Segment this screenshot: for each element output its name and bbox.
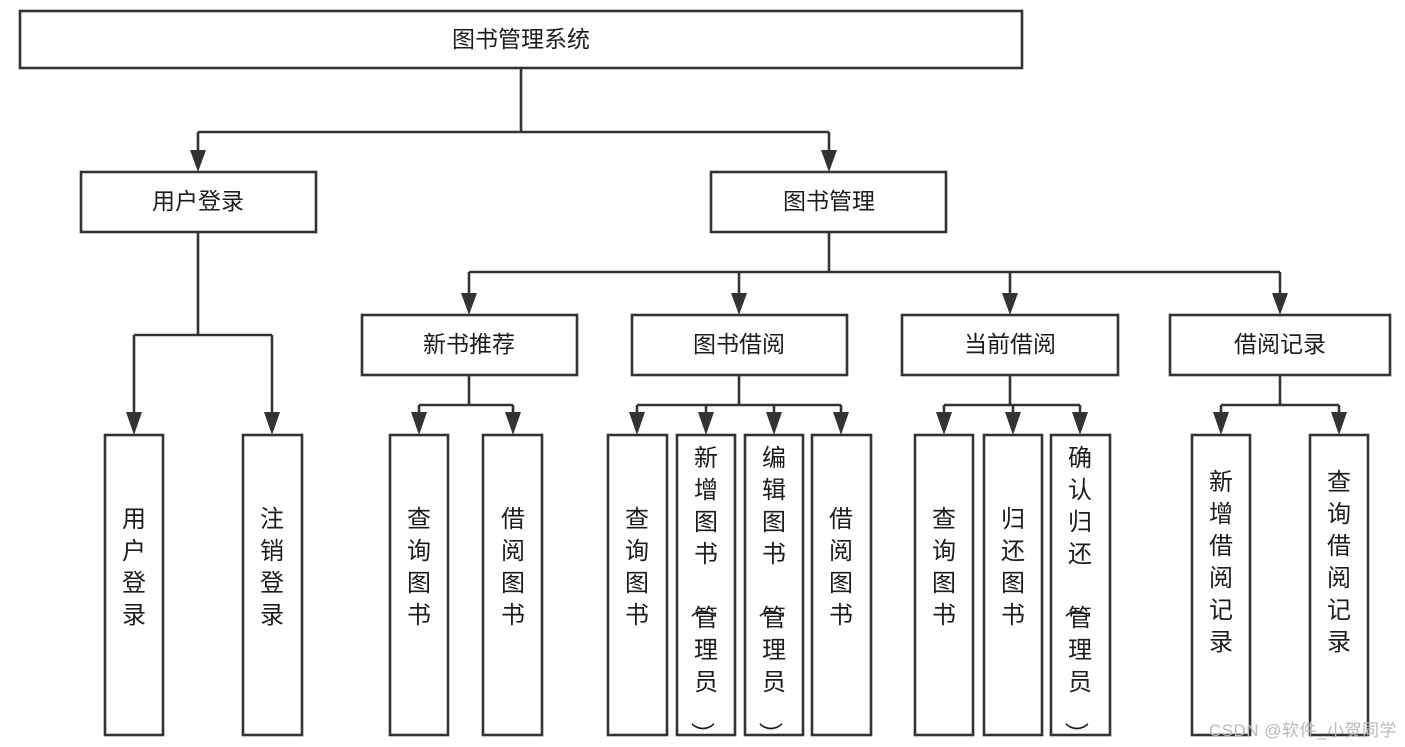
arrow-head-borrowrecord bbox=[1272, 293, 1288, 315]
arrow-head-bookborrow-leaf-2 bbox=[698, 412, 714, 435]
arrow-head-borrowrecord-leaf-2 bbox=[1331, 412, 1347, 435]
leaf-box-add-borrow-record[interactable] bbox=[1190, 433, 1252, 737]
node-root-label: 图书管理系统 bbox=[452, 26, 590, 52]
node-borrow-record-label: 借阅记录 bbox=[1234, 331, 1326, 357]
arrow-head-bookborrow-leaf-4 bbox=[833, 412, 849, 435]
arrow-head-leaf-logout bbox=[264, 412, 280, 435]
leaf-label-borrow-book-1: 借阅图书 bbox=[501, 506, 525, 629]
leaf-node[interactable]: 借阅图书 bbox=[810, 433, 873, 737]
arrow-head-userlogin bbox=[190, 150, 206, 172]
node-current-borrow-box[interactable] bbox=[900, 313, 1120, 377]
leaf-node[interactable]: 归还图书 bbox=[982, 433, 1044, 737]
node-new-book-recommend-box[interactable] bbox=[360, 313, 579, 377]
csdn-watermark: CSDN @软件_小贺同学 bbox=[1208, 721, 1397, 740]
node-book-borrow-box[interactable] bbox=[630, 313, 849, 377]
leaf-node[interactable]: 查询图书 bbox=[388, 433, 450, 737]
arrow-head-newbook-leaf-2 bbox=[505, 412, 521, 435]
leaf-label-query-book-1: 查询图书 bbox=[407, 506, 431, 629]
node-book-borrow-label: 图书借阅 bbox=[693, 331, 785, 357]
arrow-head-leaf-user-login bbox=[126, 412, 142, 435]
leaf-node[interactable]: 编辑图书（管理员） bbox=[743, 433, 805, 746]
arrow-head-newbook bbox=[461, 293, 477, 315]
arrow-head-currentborrow-leaf-2 bbox=[1005, 412, 1021, 435]
node-current-borrow-label: 当前借阅 bbox=[964, 331, 1056, 357]
leaf-label-query-borrow-record: 查询借阅记录 bbox=[1327, 469, 1351, 656]
leaf-node[interactable]: 用户登录 bbox=[103, 433, 165, 737]
leaf-box-query-borrow-record[interactable] bbox=[1308, 433, 1370, 737]
leaf-box-return-book[interactable] bbox=[982, 433, 1044, 737]
leaf-node[interactable]: 新增图书（管理员） bbox=[675, 433, 737, 746]
leaf-box-user-login[interactable] bbox=[103, 433, 165, 737]
connector-group-newbook bbox=[411, 375, 521, 435]
leaf-label-confirm-return-admin: 确认归还（管理员） bbox=[1062, 445, 1092, 746]
leaf-node[interactable]: 借阅图书 bbox=[481, 433, 544, 737]
leaf-node[interactable]: 查询图书 bbox=[913, 433, 975, 737]
leaf-label-user-login: 用户登录 bbox=[122, 506, 146, 629]
leaf-box-logout[interactable] bbox=[241, 433, 304, 737]
leaf-box-edit-book-admin[interactable] bbox=[743, 433, 805, 737]
connector-group-currentborrow bbox=[936, 375, 1088, 435]
leaf-node[interactable]: 查询借阅记录 bbox=[1308, 433, 1370, 737]
leaf-node[interactable]: 注销登录 bbox=[241, 433, 304, 737]
leaf-label-add-book-admin: 新增图书（管理员） bbox=[688, 445, 718, 746]
leaf-node[interactable]: 新增借阅记录 bbox=[1190, 433, 1252, 737]
node-new-book-recommend-label: 新书推荐 bbox=[423, 331, 515, 357]
arrow-head-newbook-leaf-1 bbox=[411, 412, 427, 435]
arrow-head-currentborrow-leaf-3 bbox=[1072, 412, 1088, 435]
leaf-label-edit-book-admin: 编辑图书（管理员） bbox=[756, 445, 786, 746]
node-book-management-label: 图书管理 bbox=[783, 188, 875, 214]
node-book-management[interactable]: 图书管理 bbox=[709, 170, 948, 234]
arrow-head-bookborrow-leaf-1 bbox=[629, 412, 645, 435]
arrow-head-currentborrow bbox=[1002, 293, 1018, 315]
leaf-label-borrow-book-2: 借阅图书 bbox=[829, 506, 853, 629]
connector-group-root bbox=[190, 68, 837, 172]
leaf-box-query-book-3[interactable] bbox=[913, 433, 975, 737]
node-borrow-record-box[interactable] bbox=[1168, 313, 1392, 377]
leaf-label-add-borrow-record: 新增借阅记录 bbox=[1209, 469, 1233, 656]
node-user-login-label: 用户登录 bbox=[152, 188, 244, 214]
connector-group-userlogin bbox=[126, 232, 280, 435]
arrow-head-borrowrecord-leaf-1 bbox=[1213, 412, 1229, 435]
leaf-label-logout: 注销登录 bbox=[260, 506, 284, 629]
connector-group-borrowrecord bbox=[1213, 375, 1347, 435]
leaf-node[interactable]: 查询图书 bbox=[606, 433, 669, 737]
leaf-box-add-book-admin[interactable] bbox=[675, 433, 737, 737]
arrow-head-bookborrow-leaf-3 bbox=[766, 412, 782, 435]
leaf-box-query-book-2[interactable] bbox=[606, 433, 669, 737]
leaf-node[interactable]: 确认归还（管理员） bbox=[1049, 433, 1112, 746]
arrow-head-bookmgmt bbox=[821, 150, 837, 172]
connector-group-bookborrow bbox=[629, 375, 849, 435]
connector-group-bookmgmt bbox=[461, 232, 1288, 315]
leaf-box-confirm-return-admin[interactable] bbox=[1049, 433, 1112, 737]
node-user-login[interactable]: 用户登录 bbox=[79, 170, 318, 234]
node-current-borrow[interactable]: 当前借阅 bbox=[900, 313, 1120, 377]
node-root-box[interactable] bbox=[18, 9, 1024, 70]
node-root[interactable]: 图书管理系统 bbox=[18, 9, 1024, 70]
node-book-management-box[interactable] bbox=[709, 170, 948, 234]
leaf-label-query-book-3: 查询图书 bbox=[932, 506, 956, 629]
node-borrow-record[interactable]: 借阅记录 bbox=[1168, 313, 1392, 377]
node-book-borrow[interactable]: 图书借阅 bbox=[630, 313, 849, 377]
node-user-login-box[interactable] bbox=[79, 170, 318, 234]
leaf-box-query-book-1[interactable] bbox=[388, 433, 450, 737]
leaf-label-return-book: 归还图书 bbox=[1001, 506, 1025, 629]
leaf-box-borrow-book-1[interactable] bbox=[481, 433, 544, 737]
node-new-book-recommend[interactable]: 新书推荐 bbox=[360, 313, 579, 377]
leaf-label-query-book-2: 查询图书 bbox=[625, 506, 649, 629]
arrow-head-bookborrow bbox=[731, 293, 747, 315]
leaf-box-borrow-book-2[interactable] bbox=[810, 433, 873, 737]
arrow-head-currentborrow-leaf-1 bbox=[936, 412, 952, 435]
